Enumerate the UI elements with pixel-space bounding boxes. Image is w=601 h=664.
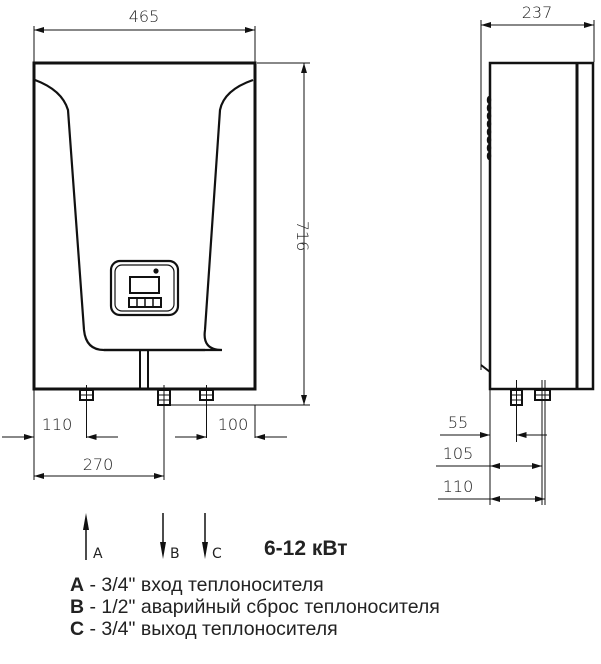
arrow-c-down-icon bbox=[202, 513, 208, 559]
dim-drain-offset: 270 bbox=[83, 455, 114, 474]
fitting-a bbox=[79, 385, 94, 438]
dim-offset-110: 110 bbox=[443, 477, 474, 496]
front-view bbox=[2, 26, 310, 480]
legend-text: - 3/4" выход теплоносителя bbox=[84, 618, 338, 640]
dim-offset-105: 105 bbox=[443, 444, 474, 463]
power-rating: 6-12 кВт bbox=[264, 537, 348, 560]
dim-offset-55: 55 bbox=[448, 413, 468, 432]
dim-inlet-offset: 110 bbox=[42, 415, 73, 434]
control-panel bbox=[109, 259, 180, 317]
flow-arrows bbox=[83, 513, 208, 560]
arrow-a-up-icon bbox=[83, 513, 89, 560]
arrow-label-a: A bbox=[93, 546, 103, 562]
arrow-label-c: C bbox=[212, 546, 222, 562]
legend-row-a: A - 3/4" вход теплоносителя bbox=[70, 574, 440, 596]
legend-key: B bbox=[70, 596, 85, 618]
legend-text: - 3/4" вход теплоносителя bbox=[84, 574, 324, 596]
fitting-b bbox=[157, 385, 171, 480]
arrow-b-down-icon bbox=[160, 513, 166, 559]
legend-text: - 1/2" аварийный сброс теплоносителя bbox=[84, 596, 440, 618]
dim-outlet-offset: 100 bbox=[218, 415, 249, 434]
dim-height: 716 bbox=[293, 221, 312, 252]
legend-row-b: B - 1/2" аварийный сброс теплоносителя bbox=[70, 596, 440, 618]
dim-width: 465 bbox=[129, 7, 160, 26]
legend-key: A bbox=[70, 574, 85, 596]
legend-row-c: C - 3/4" выход теплоносителя bbox=[70, 618, 440, 640]
fitting-c bbox=[199, 385, 214, 438]
vent-bumps bbox=[486, 96, 492, 160]
legend-key: C bbox=[70, 618, 85, 640]
dim-depth: 237 bbox=[522, 3, 553, 22]
side-view bbox=[436, 20, 595, 505]
arrow-label-b: B bbox=[170, 546, 180, 562]
connection-legend: A - 3/4" вход теплоносителя B - 1/2" ава… bbox=[70, 574, 440, 640]
